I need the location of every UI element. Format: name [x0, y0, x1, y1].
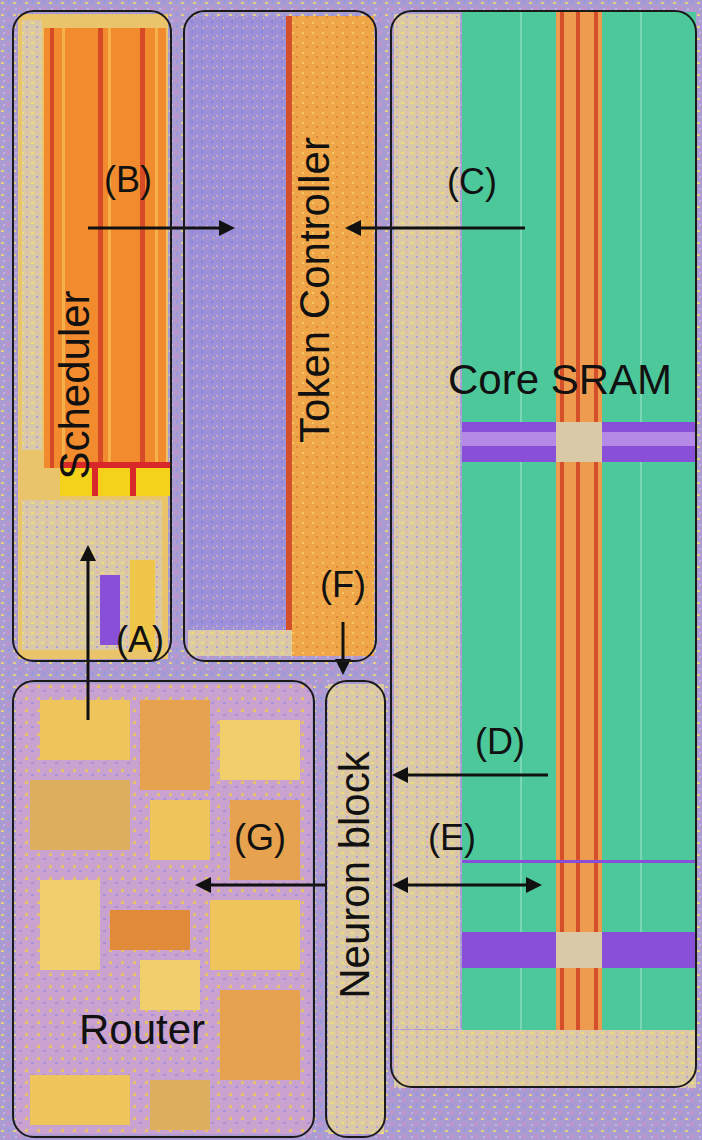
signal-arrow: [209, 884, 325, 887]
neuron-block: Neuron block: [325, 680, 386, 1138]
signal-arrow: [359, 227, 525, 230]
router-block: Router: [12, 680, 315, 1138]
block-label: Neuron block: [334, 751, 376, 998]
callout-letter: (D): [475, 724, 525, 760]
signal-arrow: [406, 774, 548, 777]
callout-letter: (E): [428, 820, 476, 856]
callout-letter: (G): [234, 820, 286, 856]
callout-letter: (C): [447, 164, 497, 200]
arrow-head: [392, 877, 408, 893]
arrow-head: [526, 877, 542, 893]
arrow-head: [80, 545, 96, 561]
block-label: Scheduler: [54, 290, 96, 479]
arrow-head: [195, 877, 211, 893]
arrow-head: [392, 767, 408, 783]
block-label: Core SRAM: [448, 359, 672, 401]
core-sram-block: Core SRAM: [390, 10, 697, 1088]
callout-letter: (B): [104, 162, 152, 198]
signal-arrow: [342, 622, 345, 661]
signal-arrow: [88, 227, 221, 230]
signal-arrow: [87, 559, 90, 720]
arrow-head: [219, 220, 235, 236]
scheduler-block: Scheduler: [12, 10, 172, 662]
arrow-head: [345, 220, 361, 236]
token-controller-block: Token Controller: [183, 10, 377, 662]
block-label: Router: [79, 1009, 205, 1051]
callout-letter: (A): [116, 622, 164, 658]
signal-arrow: [406, 884, 528, 887]
callout-letter: (F): [320, 567, 366, 603]
block-label: Token Controller: [294, 137, 336, 443]
